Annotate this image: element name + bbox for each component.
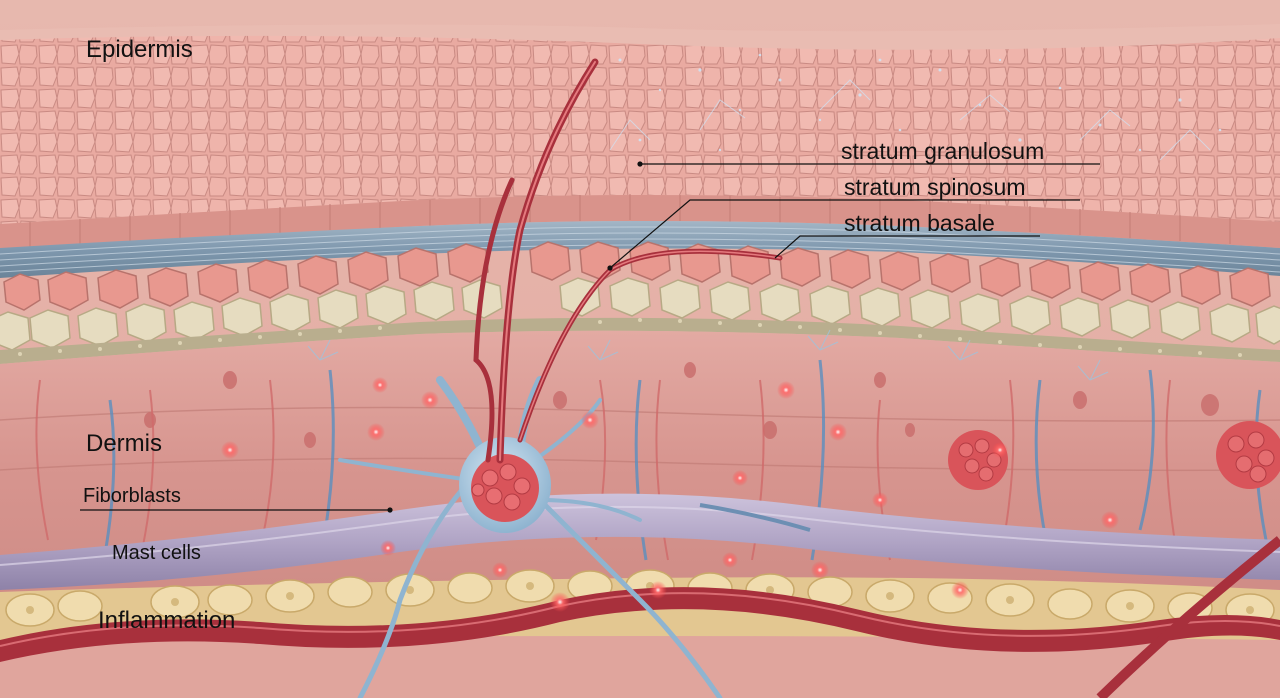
- label-stratum-granulosum: stratum granulosum: [841, 138, 1045, 164]
- leader-lines: [80, 161, 1100, 513]
- neuron: [338, 376, 723, 698]
- label-inflammation: Inflammation: [98, 607, 236, 634]
- inflammation-markers: [221, 377, 1119, 612]
- label-stratum-spinosum: stratum spinosum: [844, 174, 1026, 200]
- label-stratum-basale: stratum basale: [844, 210, 995, 236]
- label-dermis: Dermis: [86, 430, 162, 457]
- cell-cluster-right: [948, 421, 1280, 490]
- label-mast-cells: Mast cells: [112, 542, 201, 564]
- label-fibroblasts: Fiborblasts: [83, 485, 181, 507]
- label-epidermis: Epidermis: [86, 36, 193, 63]
